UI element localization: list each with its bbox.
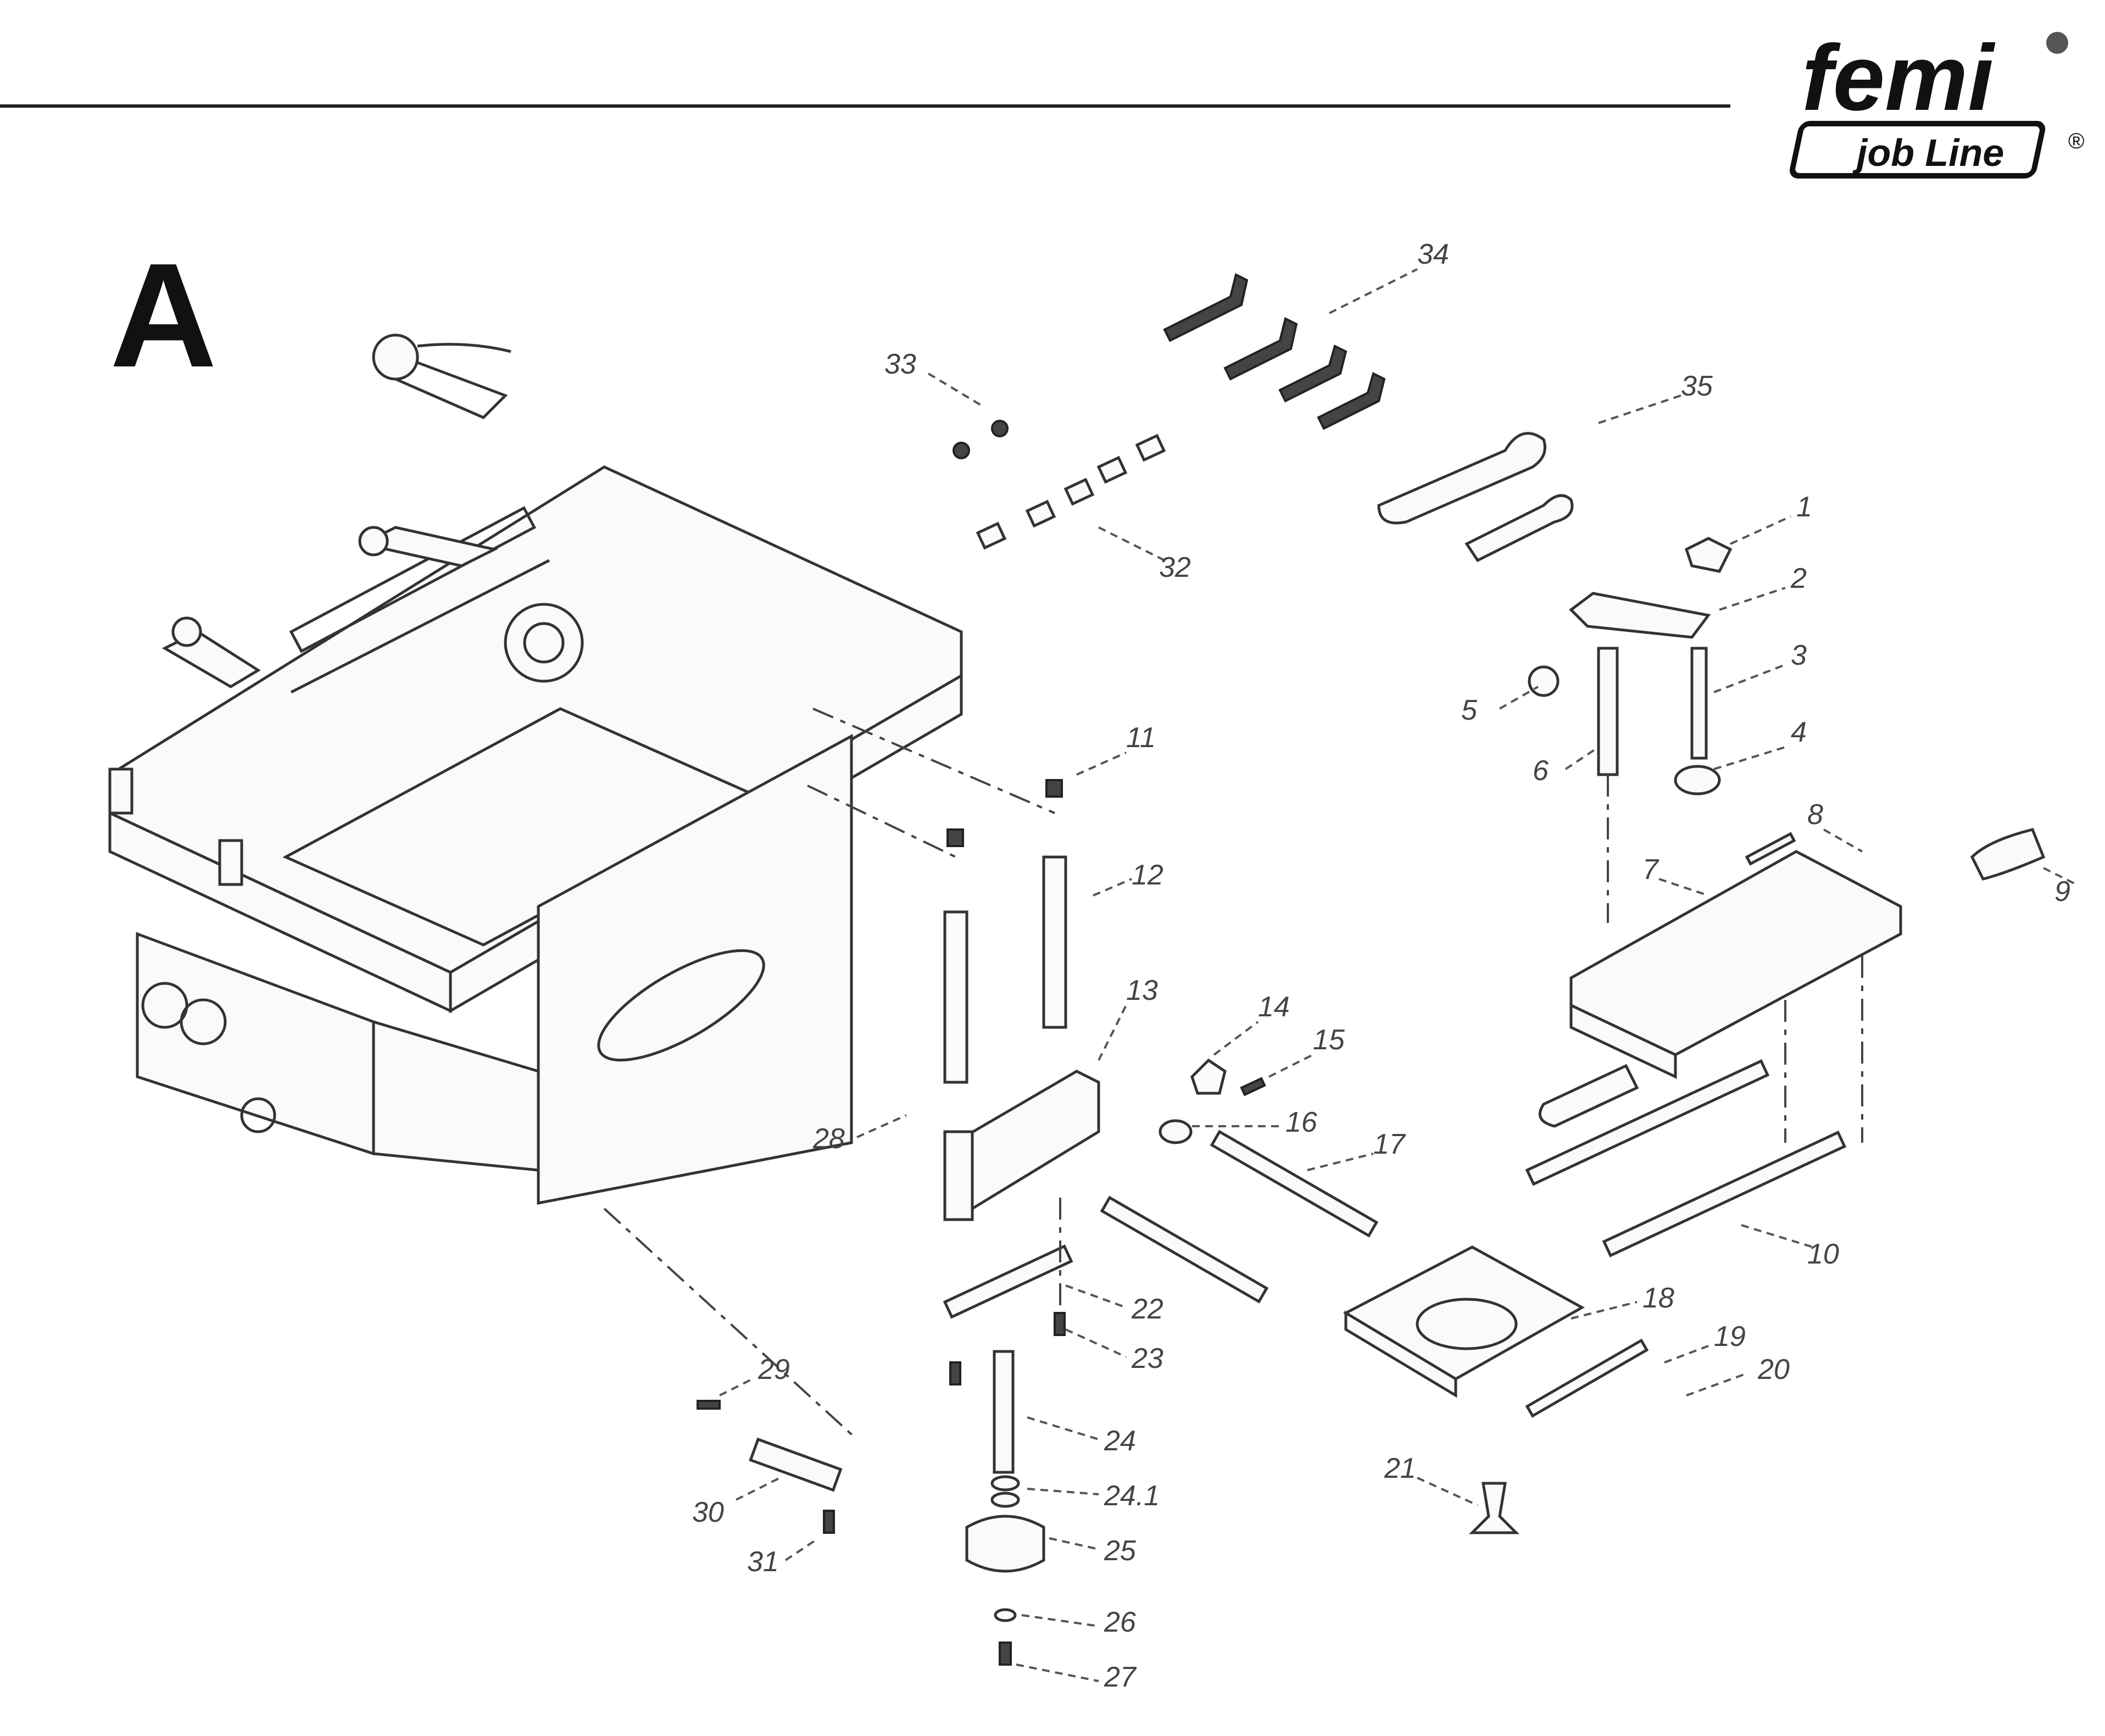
leader-30 — [736, 1477, 781, 1501]
callout-34: 34 — [1417, 238, 1449, 270]
femi-job-line-logo: femi job Line ® — [1790, 26, 2084, 179]
leader-9 — [2043, 867, 2077, 886]
axis-column-11 — [807, 784, 956, 858]
callout-35: 35 — [1681, 370, 1713, 402]
callout-11: 11 — [1126, 722, 1156, 754]
logo-sub-text: job Line — [1852, 131, 2004, 174]
leader-6 — [1564, 746, 1600, 770]
leader-11 — [1076, 752, 1127, 776]
callout-22: 22 — [1131, 1293, 1163, 1325]
callout-18: 18 — [1642, 1282, 1674, 1314]
callout-7: 7 — [1642, 854, 1660, 886]
crank-handle — [372, 333, 511, 419]
leader-21 — [1417, 1477, 1478, 1506]
callout-24: 24 — [1104, 1425, 1136, 1457]
logo-dot — [2046, 32, 2068, 54]
callout-28: 28 — [812, 1123, 845, 1155]
parts-18-21-base — [1343, 1245, 1649, 1534]
callout-3: 3 — [1791, 639, 1807, 671]
section-letter: A — [110, 233, 217, 398]
callout-14: 14 — [1258, 991, 1290, 1023]
leader-26 — [1021, 1614, 1099, 1627]
callout-2: 2 — [1790, 563, 1807, 594]
part-35-spanners — [1377, 432, 1574, 563]
leader-13 — [1098, 1005, 1127, 1061]
leader-18 — [1571, 1301, 1638, 1320]
leader-32 — [1098, 526, 1165, 561]
callout-4: 4 — [1791, 716, 1807, 748]
logo-registered-mark: ® — [2068, 129, 2084, 153]
leader-5 — [1499, 686, 1539, 710]
logo-brand-text: femi — [1802, 26, 1996, 130]
leader-3 — [1713, 664, 1786, 693]
callout-10: 10 — [1807, 1238, 1839, 1270]
callout-15: 15 — [1313, 1024, 1345, 1056]
callout-5: 5 — [1461, 694, 1478, 726]
leader-28 — [856, 1114, 907, 1138]
callout-13: 13 — [1126, 975, 1158, 1006]
leader-4 — [1713, 746, 1786, 770]
part-7-table — [1538, 828, 2046, 1128]
callout-20: 20 — [1757, 1354, 1790, 1386]
leader-24-1 — [1027, 1488, 1099, 1495]
callout-16: 16 — [1285, 1106, 1317, 1138]
callout-25: 25 — [1104, 1535, 1137, 1567]
leader-34 — [1329, 268, 1418, 314]
leader-1 — [1730, 515, 1791, 545]
callout-33: 33 — [884, 348, 916, 380]
leader-23 — [1065, 1328, 1127, 1358]
leader-8 — [1823, 828, 1863, 853]
parts-1-6-assembly — [1528, 537, 1733, 795]
leader-19 — [1664, 1345, 1709, 1364]
parts-10-17-rods — [1100, 1059, 1847, 1304]
parts-22-31-linkage — [697, 1244, 1073, 1666]
leader-35 — [1598, 394, 1681, 424]
callout-9: 9 — [2054, 876, 2070, 908]
leader-20 — [1686, 1372, 1747, 1396]
leader-22 — [1065, 1284, 1127, 1309]
leader-2 — [1719, 587, 1786, 611]
machine-body — [108, 465, 963, 1205]
callout-21: 21 — [1384, 1453, 1416, 1484]
part-13-carriage — [943, 1058, 1266, 1221]
callout-17: 17 — [1373, 1128, 1406, 1160]
leader-7 — [1658, 878, 1709, 897]
axis-column-12 — [812, 708, 1055, 814]
header-rule — [0, 104, 1730, 108]
leader-10 — [1741, 1224, 1813, 1248]
leader-12 — [1093, 878, 1132, 897]
callout-8: 8 — [1807, 799, 1823, 831]
callout-27: 27 — [1104, 1661, 1137, 1693]
leader-14 — [1213, 1021, 1259, 1056]
leader-33 — [927, 372, 984, 408]
callout-26: 26 — [1104, 1606, 1136, 1638]
callout-31: 31 — [747, 1546, 779, 1578]
leader-24 — [1027, 1416, 1099, 1440]
callout-30: 30 — [692, 1496, 724, 1528]
logo-sub-box — [1790, 121, 2046, 179]
leader-15 — [1268, 1054, 1313, 1078]
axis-linkage — [603, 1208, 858, 1440]
leader-27 — [1016, 1663, 1099, 1682]
leader-17 — [1307, 1153, 1374, 1171]
leader-31 — [784, 1537, 820, 1561]
callout-1: 1 — [1796, 491, 1812, 523]
part-32-33-screws — [953, 420, 1166, 550]
part-34-hex-keys — [1163, 273, 1386, 430]
callout-6: 6 — [1533, 755, 1549, 787]
callout-19: 19 — [1714, 1321, 1746, 1353]
leader-25 — [1049, 1537, 1099, 1550]
callout-32: 32 — [1159, 552, 1191, 583]
callout-12: 12 — [1132, 859, 1163, 891]
callout-24-1: 24.1 — [1104, 1480, 1160, 1512]
callout-23: 23 — [1131, 1343, 1163, 1375]
callout-29: 29 — [758, 1354, 790, 1386]
parts-11-12-columns — [943, 779, 1067, 1084]
leader-29 — [719, 1378, 753, 1396]
